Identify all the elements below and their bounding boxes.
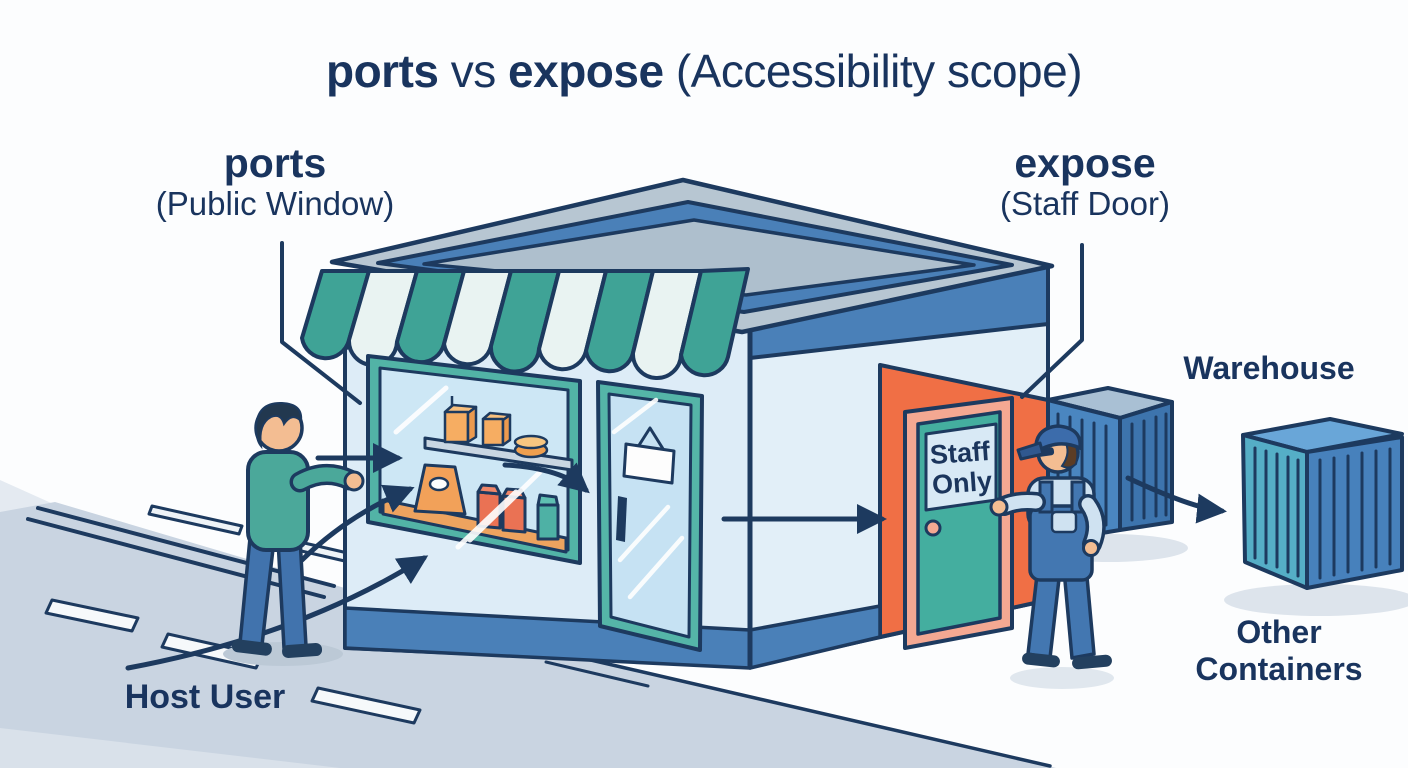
ports-pointer-line [280, 241, 362, 405]
host-user-hand [343, 470, 365, 492]
expose-callout-subtitle: (Staff Door) [1000, 185, 1170, 223]
pavement-edge-line-2 [544, 660, 650, 688]
worker-cap-brim [1016, 441, 1045, 461]
ports-callout-term: ports [223, 140, 327, 186]
worker-hand [989, 497, 1009, 517]
shelf-goods [443, 403, 549, 459]
staff-sign-line2: Only [931, 466, 993, 500]
door-handle [616, 496, 627, 542]
door-glass-highlights [611, 397, 685, 600]
title-term-expose: expose [508, 45, 664, 97]
counter-goods [413, 463, 560, 541]
staff-door-knob [924, 519, 942, 537]
staff-door: Staff Only [903, 396, 1014, 650]
display-window [366, 354, 582, 565]
pavement-edge-line [554, 650, 1052, 768]
awning [300, 267, 750, 380]
expose-callout-term: expose [1014, 140, 1156, 186]
ports-callout: ports (Public Window) [120, 140, 430, 223]
glass-highlights [393, 385, 543, 550]
arrow-user-to-window-2 [299, 484, 415, 563]
worker-cap [1034, 424, 1082, 456]
host-user-figure [223, 401, 365, 666]
warehouse-container-2 [1224, 417, 1408, 616]
warehouse-label: Warehouse [1183, 350, 1355, 386]
host-user-label: Host User [124, 678, 286, 716]
blank-door-sign [622, 442, 676, 485]
expose-pointer-line [1020, 243, 1084, 399]
other-containers-label: Other Containers [1195, 614, 1363, 687]
staff-sign-line1: Staff [929, 436, 992, 470]
worker-figure [989, 424, 1114, 689]
front-door [596, 380, 704, 652]
diagram-title: ports vs expose (Accessibility scope) [325, 45, 1083, 97]
expose-callout: expose (Staff Door) [930, 140, 1240, 223]
ports-callout-subtitle: (Public Window) [155, 185, 395, 223]
host-user-hair [254, 401, 303, 450]
shop-building: Staff Only [300, 177, 1055, 670]
arrow-window-inward [502, 462, 590, 494]
arrow-container-to-container [1125, 475, 1227, 524]
title-suffix: (Accessibility scope) [663, 45, 1083, 97]
title-term-ports: ports [325, 45, 439, 97]
sign-hanger [634, 426, 667, 453]
